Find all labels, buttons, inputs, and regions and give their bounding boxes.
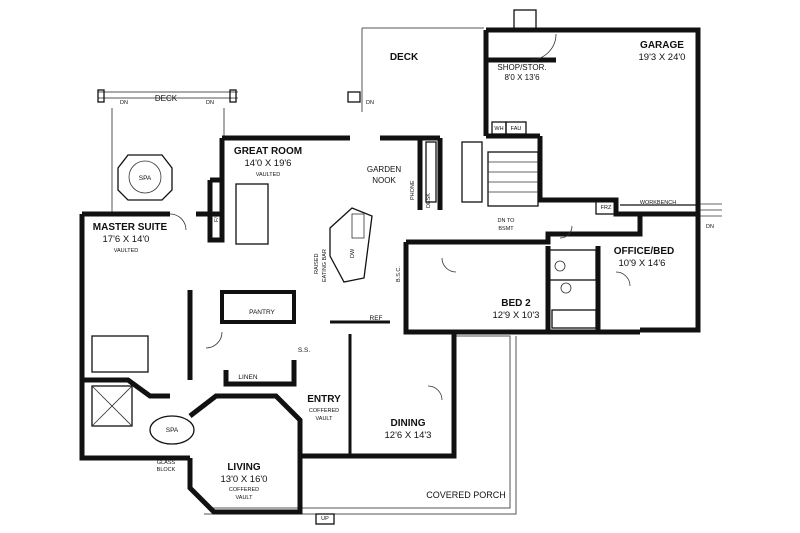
great-room-label: GREAT ROOM (234, 146, 302, 157)
bed2-dims: 12'9 X 10'3 (493, 310, 540, 321)
covered-porch (204, 335, 517, 525)
master-note: VAULTED (114, 248, 139, 254)
walls (79, 9, 701, 515)
dining-label: DINING (391, 418, 426, 429)
garage-dims: 19'3 X 24'0 (639, 52, 686, 63)
ref-label: REF (370, 315, 383, 322)
living-dims: 13'0 X 16'0 (221, 474, 268, 485)
spa-label: SPA (139, 175, 152, 182)
dn-label-3: DN (366, 100, 374, 106)
ss-label: S.S. (298, 347, 310, 354)
master-dims: 17'6 X 14'0 (103, 234, 150, 245)
interior-details (91, 33, 722, 445)
deck-left-label: DECK (155, 94, 178, 103)
entry-note1: COFFERED (309, 408, 339, 414)
porch-label: COVERED PORCH (426, 490, 506, 500)
living-note2: VAULT (236, 495, 254, 501)
office-label: OFFICE/BED (614, 246, 675, 257)
dn-label-2: DN (206, 100, 214, 106)
deck-top-label: DECK (390, 52, 419, 63)
dn-label-5: DN (706, 224, 714, 230)
shop-label: SHOP/STOR. (497, 63, 546, 72)
office-dims: 10'9 X 14'6 (619, 258, 666, 269)
wh-label: WH (494, 126, 503, 132)
pantry-label: PANTRY (249, 309, 275, 316)
entry-label: ENTRY (307, 394, 341, 405)
workbench-label: WORKBENCH (640, 200, 676, 206)
raised-label: RAISED (314, 253, 320, 274)
shop-dims: 8'0 X 13'6 (504, 73, 540, 82)
block-label: BLOCK (157, 467, 176, 473)
deck-left (97, 89, 238, 212)
living-label: LIVING (227, 462, 261, 473)
dn-to-label: DN TO (498, 218, 516, 224)
dn-label-4: DN (566, 198, 574, 204)
spa-tub (117, 154, 173, 201)
spa2-label: SPA (166, 427, 179, 434)
great-room-note: VAULTED (256, 172, 281, 178)
glass-label: GLASS (157, 460, 176, 466)
dn-label-1: DN (120, 100, 128, 106)
eating-bar-label: EATING BAR (322, 249, 328, 282)
nook-label: NOOK (372, 176, 396, 185)
frz-label: FRZ (601, 205, 612, 211)
desk-label: DESK (426, 193, 432, 208)
up-label: UP (321, 516, 329, 522)
bsmt-label: BSMT (498, 226, 514, 232)
eating-bar (329, 207, 373, 283)
deck-top (347, 27, 484, 112)
garage-label: GARAGE (640, 40, 684, 51)
entry-note2: VAULT (316, 416, 334, 422)
fp-label: F/P (214, 213, 220, 222)
bsc-label: B.S.C. (396, 266, 402, 282)
great-room-dims: 14'0 X 19'6 (245, 158, 292, 169)
master-label: MASTER SUITE (93, 222, 168, 233)
phone-label: PHONE (410, 180, 416, 200)
garden-label: GARDEN (367, 165, 401, 174)
living-note1: COFFERED (229, 487, 259, 493)
linen-label: LINEN (238, 374, 257, 381)
dining-dims: 12'6 X 14'3 (385, 430, 432, 441)
dw-label: DW (350, 248, 356, 258)
fau-label: FAU (511, 126, 522, 132)
bed2-label: BED 2 (501, 298, 531, 309)
